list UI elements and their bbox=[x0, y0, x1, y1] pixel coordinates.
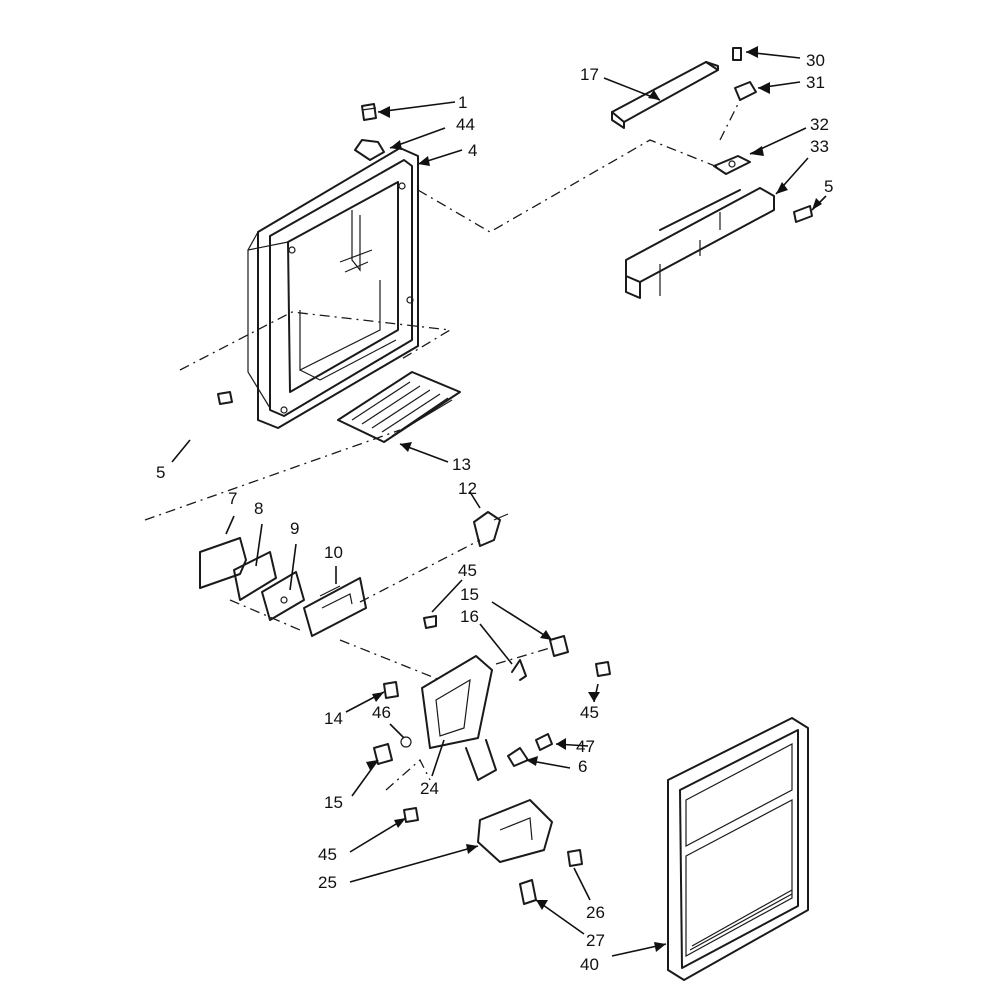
part-4-dispenser-housing bbox=[247, 139, 419, 429]
part-26-screw bbox=[567, 849, 583, 867]
callout-1: 1 bbox=[458, 93, 467, 112]
part-13-grille bbox=[337, 371, 461, 443]
part-30-screw bbox=[732, 47, 742, 61]
part-14-stop bbox=[383, 681, 399, 699]
callout-25: 25 bbox=[318, 873, 337, 892]
callout-24: 24 bbox=[420, 779, 439, 798]
callout-13: 13 bbox=[452, 455, 471, 474]
callout-45-upper: 45 bbox=[458, 561, 477, 580]
callout-labels: 1 44 4 17 30 31 32 33 5 5 13 12 7 8 9 10… bbox=[156, 51, 833, 974]
callout-44: 44 bbox=[456, 115, 475, 134]
callout-46: 46 bbox=[372, 703, 391, 722]
callout-10: 10 bbox=[324, 543, 343, 562]
part-1-cap bbox=[361, 103, 377, 121]
part-45-pin-lower bbox=[403, 807, 419, 823]
assembly-lines bbox=[144, 99, 741, 791]
part-27-spring bbox=[519, 879, 537, 905]
part-12-actuator bbox=[473, 511, 509, 547]
callout-45-right: 45 bbox=[580, 703, 599, 722]
callout-6: 6 bbox=[578, 757, 587, 776]
part-16-spring bbox=[511, 659, 527, 681]
callout-12: 12 bbox=[458, 479, 477, 498]
part-15-bushing-left bbox=[373, 743, 393, 765]
part-45-pin-right bbox=[595, 661, 611, 677]
callout-33: 33 bbox=[810, 137, 829, 156]
part-46-washer bbox=[400, 736, 412, 748]
part-15-bushing-right bbox=[549, 635, 569, 657]
part-45-pin-upper bbox=[423, 615, 437, 629]
callout-45-lower: 45 bbox=[318, 845, 337, 864]
callout-27: 27 bbox=[586, 931, 605, 950]
part-9-plate bbox=[261, 571, 305, 621]
part-25-cup bbox=[477, 799, 553, 863]
part-32-plate bbox=[713, 155, 751, 175]
part-24-dispenser-arm bbox=[421, 655, 497, 781]
callout-26: 26 bbox=[586, 903, 605, 922]
callout-47: 47 bbox=[576, 737, 595, 756]
part-33-bracket bbox=[625, 187, 775, 299]
part-6-link bbox=[507, 747, 529, 767]
callout-5-right: 5 bbox=[824, 177, 833, 196]
callout-9: 9 bbox=[290, 519, 299, 538]
callout-15-upper: 15 bbox=[460, 585, 479, 604]
callout-4: 4 bbox=[468, 141, 477, 160]
callout-15-lower: 15 bbox=[324, 793, 343, 812]
part-5-screw-left bbox=[217, 391, 233, 405]
callout-16: 16 bbox=[460, 607, 479, 626]
part-7-light-cover bbox=[199, 537, 247, 589]
leader-lines bbox=[171, 51, 827, 957]
callout-30: 30 bbox=[806, 51, 825, 70]
part-8-lens bbox=[233, 551, 277, 601]
callout-14: 14 bbox=[324, 709, 343, 728]
arrowheads bbox=[366, 46, 822, 952]
part-47-clip bbox=[535, 733, 553, 751]
callout-31: 31 bbox=[806, 73, 825, 92]
callout-17: 17 bbox=[580, 65, 599, 84]
callout-5-left: 5 bbox=[156, 463, 165, 482]
callout-8: 8 bbox=[254, 499, 263, 518]
callout-40: 40 bbox=[580, 955, 599, 974]
part-31-clip bbox=[734, 81, 757, 101]
part-5-screw-right bbox=[793, 205, 813, 223]
part-17-bar bbox=[611, 61, 719, 129]
part-40-panel bbox=[667, 717, 809, 981]
callout-7: 7 bbox=[228, 489, 237, 508]
part-10-bracket bbox=[303, 577, 367, 637]
callout-32: 32 bbox=[810, 115, 829, 134]
